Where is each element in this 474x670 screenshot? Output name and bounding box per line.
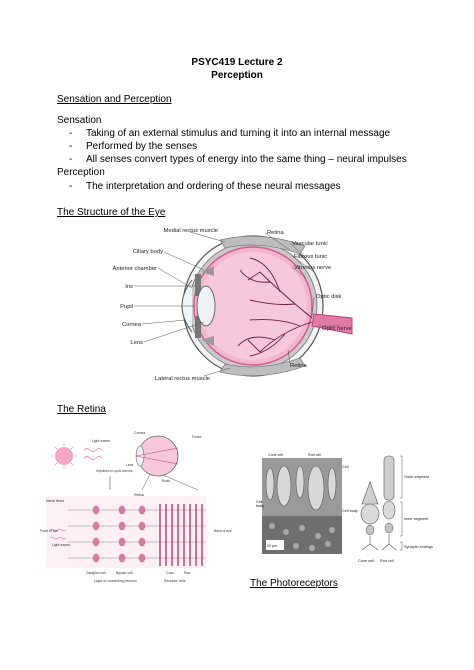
micrograph-cells — [265, 465, 337, 511]
photoreceptor-micrograph: Cone cell Rod cell 20 μm — [262, 453, 342, 554]
ciliary-body-lower — [201, 336, 214, 346]
light-source — [55, 447, 73, 465]
label-optic-disk: Optic disk — [316, 294, 342, 300]
label-fovea: Fovea — [192, 435, 202, 439]
label-cone: Cone — [166, 571, 174, 575]
label-scale: 20 μm — [267, 544, 277, 548]
zoom-line — [141, 473, 151, 491]
label-layer-neurons: Layer of connecting neurons — [94, 579, 137, 583]
label-fibrous-tunic: Fibrous tunic — [294, 254, 327, 260]
label-synaptic: Synaptic endings — [404, 545, 433, 549]
segment-brackets — [400, 455, 403, 551]
label-iris: Iris — [125, 284, 133, 290]
bullet-item: - All senses convert types of energy into… — [69, 154, 407, 165]
bullet-item: - The interpretation and ordering of thes… — [69, 181, 341, 192]
optic-nerve — [311, 313, 353, 335]
label-rod: Rod — [184, 571, 190, 575]
label-cornea: Cornea — [134, 431, 145, 435]
label-back-of-eye: Back of eye — [214, 529, 232, 533]
retina-diagram: Light waves Impulses to optic nerves Ner… — [40, 431, 232, 583]
light-rays — [51, 443, 77, 469]
label-lens: Lens — [130, 340, 143, 346]
retinal-vessels — [237, 257, 313, 357]
label-nerve-fibers: Nerve fibers — [46, 499, 65, 503]
label-inner-segment: Inner segment — [404, 517, 429, 521]
label-retina-bottom: Retina — [290, 363, 308, 369]
label-rod-cell: Rod cell — [380, 559, 394, 563]
label-cornea: Cornea — [122, 322, 142, 328]
label-medial-rectus: Medial rectus muscle — [164, 228, 218, 234]
lateral-rectus-muscle — [219, 357, 306, 377]
label-retina: Retina — [134, 493, 144, 497]
lecture-topic: Perception — [211, 70, 263, 81]
eye-structure-diagram: Medial rectus muscle Ciliary body Anteri… — [113, 228, 353, 382]
label-ganglion: Ganglion cell — [86, 571, 106, 575]
zoom-line — [162, 474, 199, 491]
light-path — [135, 447, 179, 457]
label-impulses: Impulses to optic nerves — [96, 469, 133, 473]
label-optic-nerve: Optic nerve — [322, 326, 352, 332]
retina-cell-rows — [68, 504, 206, 566]
label-ciliary-body: Ciliary body — [133, 249, 163, 255]
light-wave-lines — [83, 448, 103, 460]
sensation-label: Sensation — [57, 115, 102, 126]
light-path — [135, 455, 179, 465]
rod-cell-drawing — [381, 455, 397, 551]
bullet-marker: - — [69, 181, 73, 192]
label-vascular-tunic: Vascular tunic — [292, 241, 328, 247]
bullet-text: The interpretation and ordering of these… — [86, 181, 341, 192]
scale-box — [266, 540, 284, 550]
bullet-marker: - — [69, 154, 73, 165]
photoreceptor-schematic: Cell Outer segment Cell body Inner segme… — [342, 455, 433, 563]
label-micro-cell-body: Cell body — [256, 500, 264, 508]
lens — [196, 285, 216, 327]
bullet-text: Performed by the senses — [86, 141, 198, 152]
label-micro-cone: Cone cell — [268, 453, 283, 457]
lecture-title: PSYC419 Lecture 2 — [191, 57, 283, 68]
label-retina-top: Retina — [267, 230, 285, 236]
bullet-text: Taking of an external stimulus and turni… — [86, 128, 391, 139]
bullet-marker: - — [69, 128, 73, 139]
label-cone-cell: Cone cell — [358, 559, 374, 563]
label-micro-rod: Rod cell — [308, 453, 321, 457]
light-wave-lines — [49, 528, 67, 540]
label-pupil: Pupil — [120, 304, 133, 310]
section-heading-sensation-perception: Sensation and Perception — [57, 94, 172, 105]
label-rods: Rods — [162, 479, 170, 483]
label-lens: Lens — [126, 463, 134, 467]
label-anterior-chamber: Anterior chamber — [113, 266, 158, 272]
label-receptor-cells: Receptor cells — [164, 579, 186, 583]
bullet-item: - Taking of an external stimulus and turn… — [69, 128, 390, 139]
cone-cell-drawing — [360, 481, 380, 551]
label-bipolar: Bipolar cell — [116, 571, 133, 575]
iris-lower — [195, 316, 201, 338]
section-heading-eye-structure: The Structure of the Eye — [57, 207, 166, 218]
vitreous-body — [199, 252, 307, 360]
label-outer-segment: Outer segment — [404, 475, 430, 479]
section-heading-retina: The Retina — [57, 404, 106, 415]
retina-band — [46, 496, 206, 568]
label-cell: Cell — [342, 465, 349, 469]
label-cell-body: Cell body — [342, 509, 358, 513]
label-front-of-eye: Front of eye — [40, 529, 58, 533]
label-light-waves: Light waves — [92, 439, 110, 443]
label-light-waves-2: Light waves — [52, 543, 70, 547]
iris-upper — [195, 274, 201, 296]
leader-lines — [134, 231, 340, 377]
bullet-item: - Performed by the senses — [69, 141, 197, 152]
bullet-text: All senses convert types of energy into … — [86, 154, 407, 165]
perception-label: Perception — [57, 167, 105, 178]
label-lateral-rectus: Lateral rectus muscle — [155, 376, 210, 382]
label-vitreous-nerve: Vitreous nerve — [294, 265, 331, 271]
photoreceptors-caption: The Photoreceptors — [250, 578, 338, 589]
medial-rectus-muscle — [219, 235, 306, 255]
bullet-marker: - — [69, 141, 73, 152]
ciliary-body-upper — [201, 266, 214, 276]
